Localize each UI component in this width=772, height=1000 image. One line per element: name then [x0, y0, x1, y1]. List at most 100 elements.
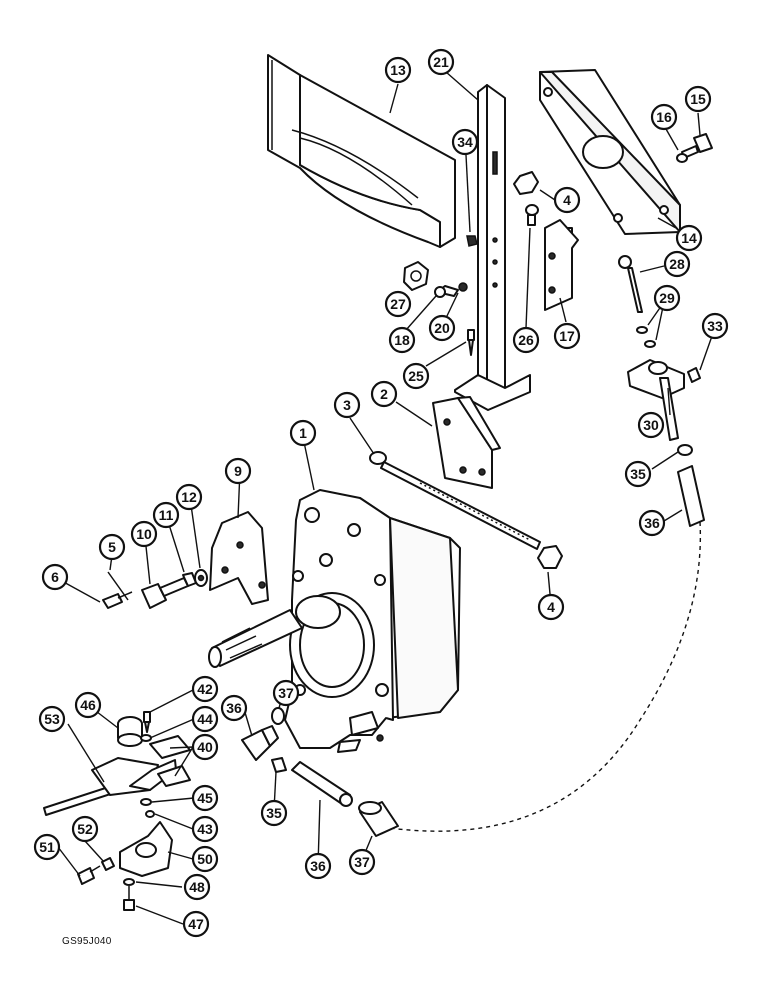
- callout-11: 11: [152, 501, 180, 529]
- callout-27: 27: [384, 290, 412, 318]
- callout-9: 9: [224, 457, 252, 485]
- part-36-hose-upper: [677, 465, 705, 527]
- part-44-washer: [145, 810, 155, 818]
- callout-29: 29: [653, 284, 681, 312]
- part-21-vertical-post: [454, 84, 531, 411]
- svg-text:12: 12: [181, 489, 197, 505]
- part-12-washer: [194, 569, 208, 587]
- callout-15: 15: [684, 85, 712, 113]
- svg-text:25: 25: [408, 368, 424, 384]
- part-51-bolt: [77, 865, 101, 885]
- part-41-o-ring: [271, 707, 285, 725]
- part-9-bracket: [209, 511, 269, 605]
- part-29-washers: [636, 326, 656, 348]
- callout-36-lower: 36: [304, 852, 332, 880]
- part-37-sleeve: [358, 801, 399, 837]
- svg-text:50: 50: [197, 851, 213, 867]
- callout-36-upper: 36: [638, 509, 666, 537]
- callout-35-upper: 35: [624, 460, 652, 488]
- svg-text:9: 9: [234, 463, 242, 479]
- part-1-gearbox: [284, 489, 461, 753]
- part-40-elbow-fitting: [241, 725, 279, 761]
- part-42-plates: [149, 735, 191, 787]
- callout-30: 30: [637, 411, 665, 439]
- part-13-curved-bracket: [267, 54, 456, 248]
- svg-text:45: 45: [197, 790, 213, 806]
- part-43-screw: [143, 711, 151, 733]
- callout-3: 3: [333, 391, 361, 419]
- part-16-washer: [676, 153, 688, 163]
- part-33-screw: [687, 367, 701, 383]
- part-17-bracket: [544, 219, 579, 311]
- part-35-clamp-upper: [677, 444, 693, 456]
- callout-6: 6: [41, 563, 69, 591]
- part-18-bolt: [434, 285, 459, 298]
- svg-text:29: 29: [659, 290, 675, 306]
- callout-42: 40: [191, 733, 219, 761]
- svg-text:28: 28: [669, 256, 685, 272]
- callout-33: 33: [701, 312, 729, 340]
- callout-34: 34: [451, 128, 479, 156]
- svg-text:52: 52: [77, 821, 93, 837]
- callout-51: 51: [33, 833, 61, 861]
- callout-35-lower: 35: [260, 799, 288, 827]
- callout-40: 36: [220, 694, 248, 722]
- callout-50: 50: [191, 845, 219, 873]
- svg-text:37: 37: [354, 854, 370, 870]
- part-26-bolt: [525, 204, 539, 226]
- callout-28: 28: [663, 250, 691, 278]
- part-47-bolt: [123, 886, 135, 911]
- callout-21: 21: [427, 48, 455, 76]
- part-4-nut-upper: [513, 171, 539, 195]
- svg-text:20: 20: [434, 320, 450, 336]
- hose-routing-line: [389, 521, 702, 832]
- svg-text:27: 27: [390, 296, 406, 312]
- part-4-nut-lower: [537, 545, 563, 569]
- svg-text:37: 37: [278, 685, 294, 701]
- svg-text:5: 5: [108, 539, 116, 555]
- part-45-washer-upper: [140, 734, 152, 742]
- svg-text:4: 4: [563, 192, 571, 208]
- svg-text:36: 36: [310, 858, 326, 874]
- svg-text:16: 16: [656, 109, 672, 125]
- part-46-cap: [117, 716, 143, 747]
- callout-43: 42: [191, 675, 219, 703]
- svg-text:40: 40: [197, 739, 213, 755]
- part-53-linkage-rod: [43, 757, 177, 816]
- svg-text:44: 44: [197, 711, 213, 727]
- svg-text:13: 13: [390, 62, 406, 78]
- svg-text:17: 17: [559, 328, 575, 344]
- part-27-nut: [403, 261, 429, 291]
- svg-text:33: 33: [707, 318, 723, 334]
- part-25-bolt: [467, 329, 475, 356]
- part-15-bolt: [681, 133, 713, 159]
- callout-1: 1: [289, 419, 317, 447]
- svg-text:4: 4: [547, 599, 555, 615]
- part-35-clamp-lower: [271, 757, 287, 773]
- callout-2: 2: [370, 380, 398, 408]
- callout-48: 48: [183, 873, 211, 901]
- svg-text:48: 48: [189, 879, 205, 895]
- part-30-bracket-fitting: [627, 359, 685, 441]
- part-28-eye-bolt: [618, 255, 643, 313]
- part-20-washer: [458, 282, 468, 292]
- svg-text:35: 35: [630, 466, 646, 482]
- part-1-output-shaft: [208, 595, 341, 668]
- part-48-washer: [123, 878, 135, 886]
- callout-26: 26: [512, 326, 540, 354]
- svg-text:10: 10: [136, 526, 152, 542]
- callout-4-lower: 4: [537, 593, 565, 621]
- svg-text:35: 35: [266, 805, 282, 821]
- callout-5: 5: [98, 533, 126, 561]
- part-34-nut: [466, 235, 478, 247]
- part-6-bolt: [102, 591, 133, 609]
- svg-text:46: 46: [80, 697, 96, 713]
- callout-41: 37: [272, 679, 300, 707]
- part-36-hose-lower: [291, 761, 353, 807]
- callout-52: 52: [71, 815, 99, 843]
- svg-text:26: 26: [518, 332, 534, 348]
- callout-17: 17: [553, 322, 581, 350]
- callout-37: 37: [348, 848, 376, 876]
- callout-18: 18: [388, 326, 416, 354]
